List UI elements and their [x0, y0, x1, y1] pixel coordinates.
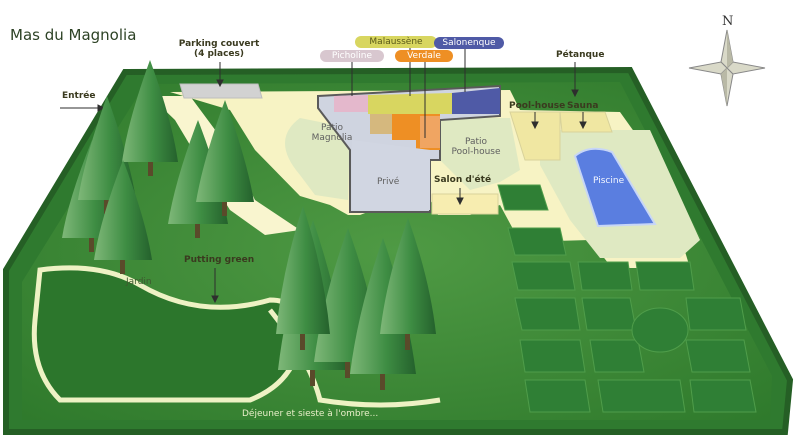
label-jardin: Jardin — [126, 277, 152, 287]
hedge-garden — [497, 184, 757, 413]
tree — [276, 206, 330, 350]
compass-north-label: N — [722, 14, 734, 29]
label-dejeuner: Déjeuner et sieste à l'ombre... — [242, 409, 379, 419]
tree — [380, 218, 436, 350]
tree — [94, 160, 152, 274]
salonenque-room — [452, 88, 500, 114]
label-patio-magnolia: Patio Magnolia — [311, 123, 353, 144]
label-patio-pool-line1: Patio — [464, 137, 488, 147]
label-piscine: Piscine — [593, 176, 625, 186]
label-parking-line1: Parking couvert — [178, 39, 260, 49]
label-sauna: Sauna — [567, 101, 599, 111]
tree — [350, 238, 416, 390]
picholine-room — [334, 95, 368, 112]
label-pool-house: Pool-house — [509, 101, 566, 111]
prive-room — [352, 140, 430, 210]
label-patio-magnolia-line2: Magnolia — [311, 132, 353, 143]
label-petanque: Pétanque — [556, 50, 605, 60]
label-patio-pool-line2: Pool-house — [451, 146, 501, 157]
pool — [573, 147, 657, 228]
label-putting-green: Putting green — [184, 255, 255, 265]
label-entree: Entrée — [62, 91, 96, 101]
tag-salonenque[interactable]: Salonenque — [434, 37, 504, 49]
label-pointers — [60, 48, 587, 304]
label-parking-line2: (4 places) — [193, 48, 245, 59]
compass-rose-icon — [688, 29, 766, 107]
pool-house — [509, 111, 561, 161]
tag-picholine[interactable]: Picholine — [320, 50, 384, 62]
parking-area — [179, 83, 263, 99]
patio-magnolia-area — [285, 118, 350, 200]
fountain-bed — [631, 307, 689, 353]
label-patio-pool-house: Patio Pool-house — [451, 137, 501, 158]
verdale-annex — [420, 116, 440, 148]
malaussene-room — [368, 93, 452, 114]
label-salon-ete: Salon d'été — [434, 175, 492, 185]
tag-verdale[interactable]: Verdale — [395, 50, 453, 62]
map-title: Mas du Magnolia — [10, 26, 137, 44]
label-prive: Privé — [377, 177, 400, 187]
salon-ete — [431, 193, 499, 215]
trees — [62, 60, 436, 390]
patio-pool-area — [440, 118, 520, 190]
malaussene-annex — [370, 114, 392, 134]
label-patio-magnolia-line1: Patio — [320, 123, 344, 133]
tree — [196, 100, 254, 216]
tree — [122, 60, 178, 176]
tag-malaussene[interactable]: Malaussène — [355, 36, 437, 48]
label-parking: Parking couvert (4 places) — [178, 39, 260, 60]
